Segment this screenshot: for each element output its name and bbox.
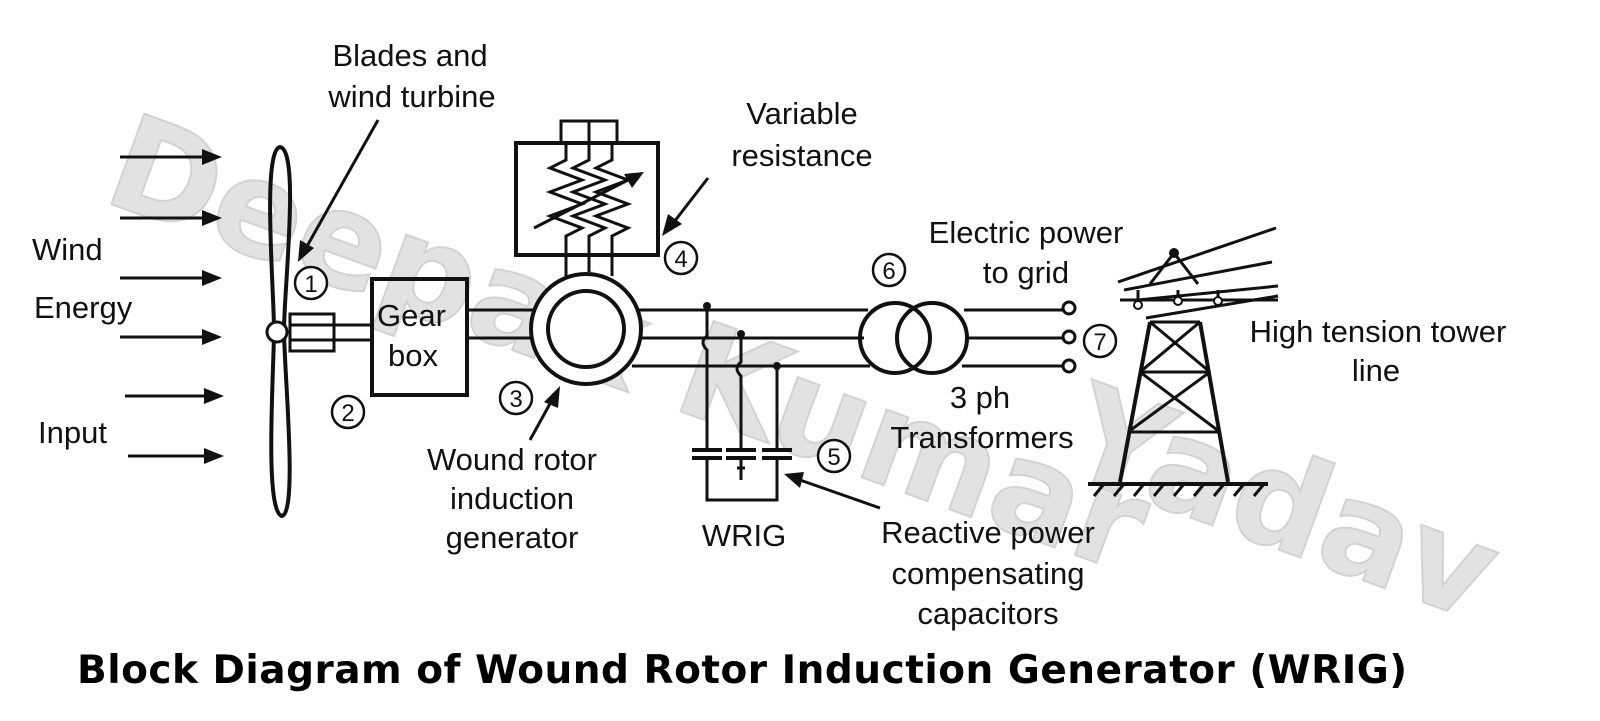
label-capacitors-line-2: compensating xyxy=(891,556,1084,591)
variable-resistance xyxy=(514,119,660,276)
marker-4: 4 xyxy=(674,246,687,273)
label-electric-power-line-1: Electric power xyxy=(929,215,1124,250)
label-blades-line-1: Blades and xyxy=(332,38,487,73)
three-phase-lines xyxy=(632,300,1077,374)
label-wrig: WRIG xyxy=(702,518,786,553)
label-tower-line-1: High tension tower xyxy=(1250,314,1507,349)
marker-2: 2 xyxy=(341,400,354,427)
labels: Blades and wind turbine Variable resista… xyxy=(32,38,1506,631)
gear-box: Gear box xyxy=(370,277,469,397)
label-generator-line-3: generator xyxy=(446,520,579,555)
pointer-arrows xyxy=(298,119,881,510)
label-capacitors-line-1: Reactive power xyxy=(881,515,1095,550)
label-variable-resistance-line-2: resistance xyxy=(731,138,872,173)
diagram-caption: Block Diagram of Wound Rotor Induction G… xyxy=(77,648,1408,693)
label-variable-resistance-line-1: Variable xyxy=(746,96,857,131)
label-energy: Energy xyxy=(34,290,133,325)
label-generator-line-1: Wound rotor xyxy=(427,442,597,477)
capacitor-bank xyxy=(692,302,792,502)
gear-box-label-line-1: Gear xyxy=(377,298,446,333)
label-capacitors-line-3: capacitors xyxy=(917,596,1058,631)
watermark-line-2: Yadav xyxy=(1047,355,1517,652)
label-blades-line-2: wind turbine xyxy=(327,79,495,114)
marker-1: 1 xyxy=(304,271,317,298)
label-transformers-line-1: 3 ph xyxy=(950,380,1010,415)
label-electric-power-line-2: to grid xyxy=(983,255,1069,290)
marker-6: 6 xyxy=(882,258,895,285)
gear-box-label-line-2: box xyxy=(388,338,438,373)
label-tower-line-2: line xyxy=(1352,353,1400,388)
label-transformers-line-2: Transformers xyxy=(890,420,1073,455)
label-input: Input xyxy=(38,415,107,450)
numbered-markers: 1 2 3 4 5 6 7 xyxy=(293,240,1118,474)
label-wind: Wind xyxy=(32,232,103,267)
wound-rotor-generator xyxy=(529,272,643,386)
turbine-shaft xyxy=(288,312,372,353)
label-generator-line-2: induction xyxy=(450,481,574,516)
marker-7: 7 xyxy=(1093,329,1106,356)
high-tension-tower xyxy=(1088,226,1279,497)
wind-turbine-blades xyxy=(265,144,293,519)
three-phase-transformer xyxy=(858,301,969,375)
wind-input-arrows xyxy=(120,149,224,464)
marker-3: 3 xyxy=(509,386,522,413)
marker-5: 5 xyxy=(827,444,840,471)
